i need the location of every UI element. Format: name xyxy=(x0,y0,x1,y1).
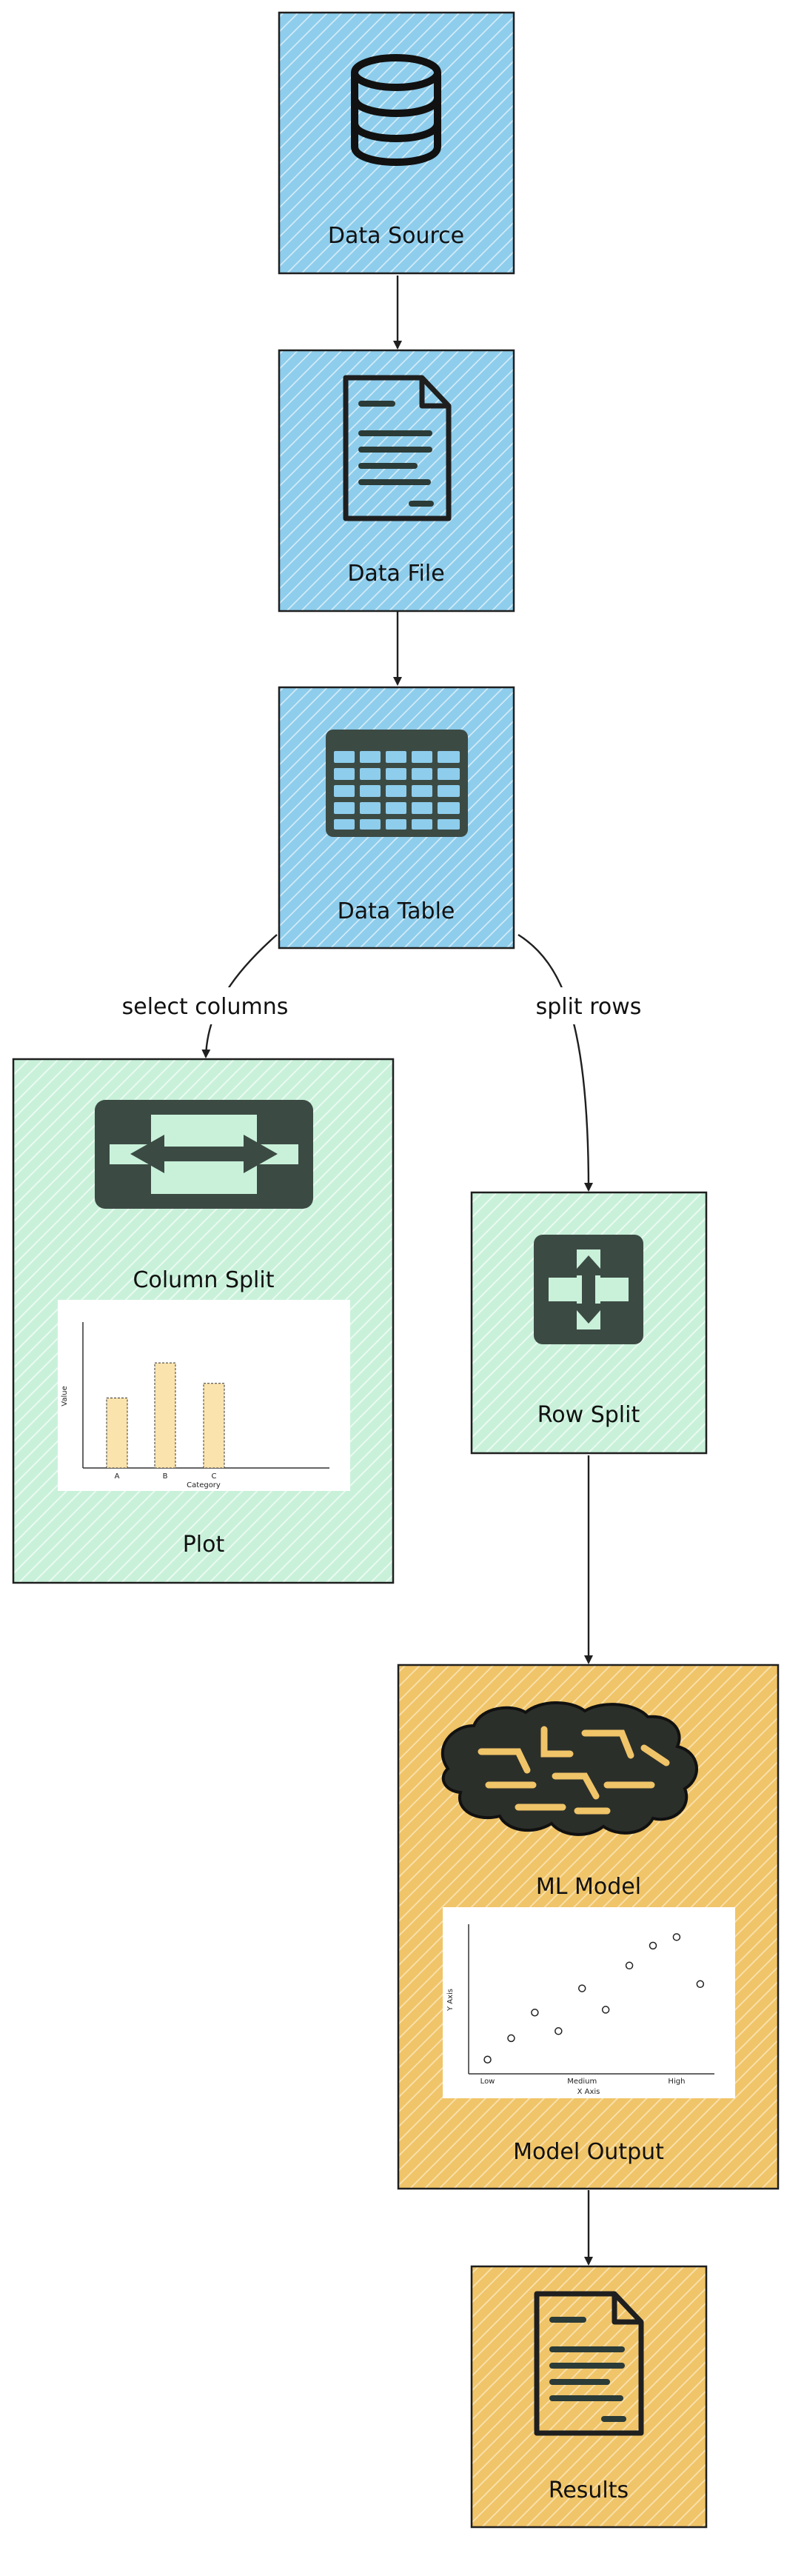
node-label: Column Split xyxy=(133,1267,275,1293)
edge-label-select-columns: select columns xyxy=(122,994,289,1020)
node-ml-model[interactable]: ML Model Y Axis X Axis Low Medium High Mod… xyxy=(397,1664,780,2190)
edge-labels: select columns split rows xyxy=(118,987,646,1024)
scatter-point xyxy=(601,2006,610,2014)
node-data-table[interactable]: Data Table xyxy=(278,686,515,950)
bar-c xyxy=(203,1383,225,1469)
chart-panel xyxy=(443,1907,735,2098)
x-tick-label: A xyxy=(115,1472,120,1481)
bar-chart: Value Category A B C xyxy=(58,1300,350,1491)
scatter-point xyxy=(507,2034,515,2043)
node-sublabel: Plot xyxy=(183,1532,225,1558)
node-data-file[interactable]: Data File xyxy=(278,349,515,613)
node-label: Results xyxy=(549,2477,629,2503)
x-axis-label: X Axis xyxy=(577,2088,600,2096)
scatter-point xyxy=(672,1933,681,1941)
node-label: Data File xyxy=(347,561,444,587)
bar-a xyxy=(106,1397,128,1469)
brain-icon xyxy=(440,1701,698,1836)
node-label: Data Source xyxy=(328,223,464,249)
scatter-point xyxy=(555,2027,563,2035)
node-results[interactable]: Results xyxy=(470,2265,708,2529)
node-label: Row Split xyxy=(537,1402,640,1428)
edge-table-to-row-split xyxy=(517,933,593,1192)
node-data-source[interactable]: Data Source xyxy=(278,11,515,275)
x-tick-label: B xyxy=(163,1472,168,1481)
x-tick-label: High xyxy=(668,2078,685,2086)
vertical-split-icon xyxy=(534,1235,643,1344)
scatter-point xyxy=(577,1984,586,1992)
node-label: ML Model xyxy=(536,1874,641,1900)
scatter-point xyxy=(625,1961,634,1970)
y-axis-label: Value xyxy=(61,1386,69,1406)
horizontal-split-icon xyxy=(95,1100,313,1209)
node-sublabel: Model Output xyxy=(513,2139,664,2165)
node-box xyxy=(278,349,515,613)
node-column-split[interactable]: Column Split Value Category A B C Plot xyxy=(12,1058,395,1584)
x-tick-label: Medium xyxy=(567,2078,597,2086)
x-axis-label: Category xyxy=(187,1481,221,1489)
node-row-split[interactable]: Row Split xyxy=(470,1191,708,1455)
scatter-point xyxy=(649,1941,657,1950)
x-tick-label: Low xyxy=(480,2078,495,2086)
node-label: Data Table xyxy=(338,898,455,924)
scatter-point xyxy=(483,2055,492,2064)
label-halo xyxy=(118,987,292,1024)
scatter-chart: Y Axis X Axis Low Medium High xyxy=(443,1907,735,2098)
edge-label-split-rows: split rows xyxy=(536,994,642,1020)
scatter-point xyxy=(531,2009,539,2017)
label-halo xyxy=(524,987,646,1024)
document-icon xyxy=(343,375,452,521)
y-axis-label: Y Axis xyxy=(446,1989,455,2012)
x-tick-label: C xyxy=(212,1472,217,1481)
table-grid-icon xyxy=(326,730,468,837)
scatter-point xyxy=(696,1980,705,1989)
document-icon xyxy=(534,2291,644,2436)
database-icon xyxy=(351,54,441,166)
bar-b xyxy=(154,1362,176,1469)
